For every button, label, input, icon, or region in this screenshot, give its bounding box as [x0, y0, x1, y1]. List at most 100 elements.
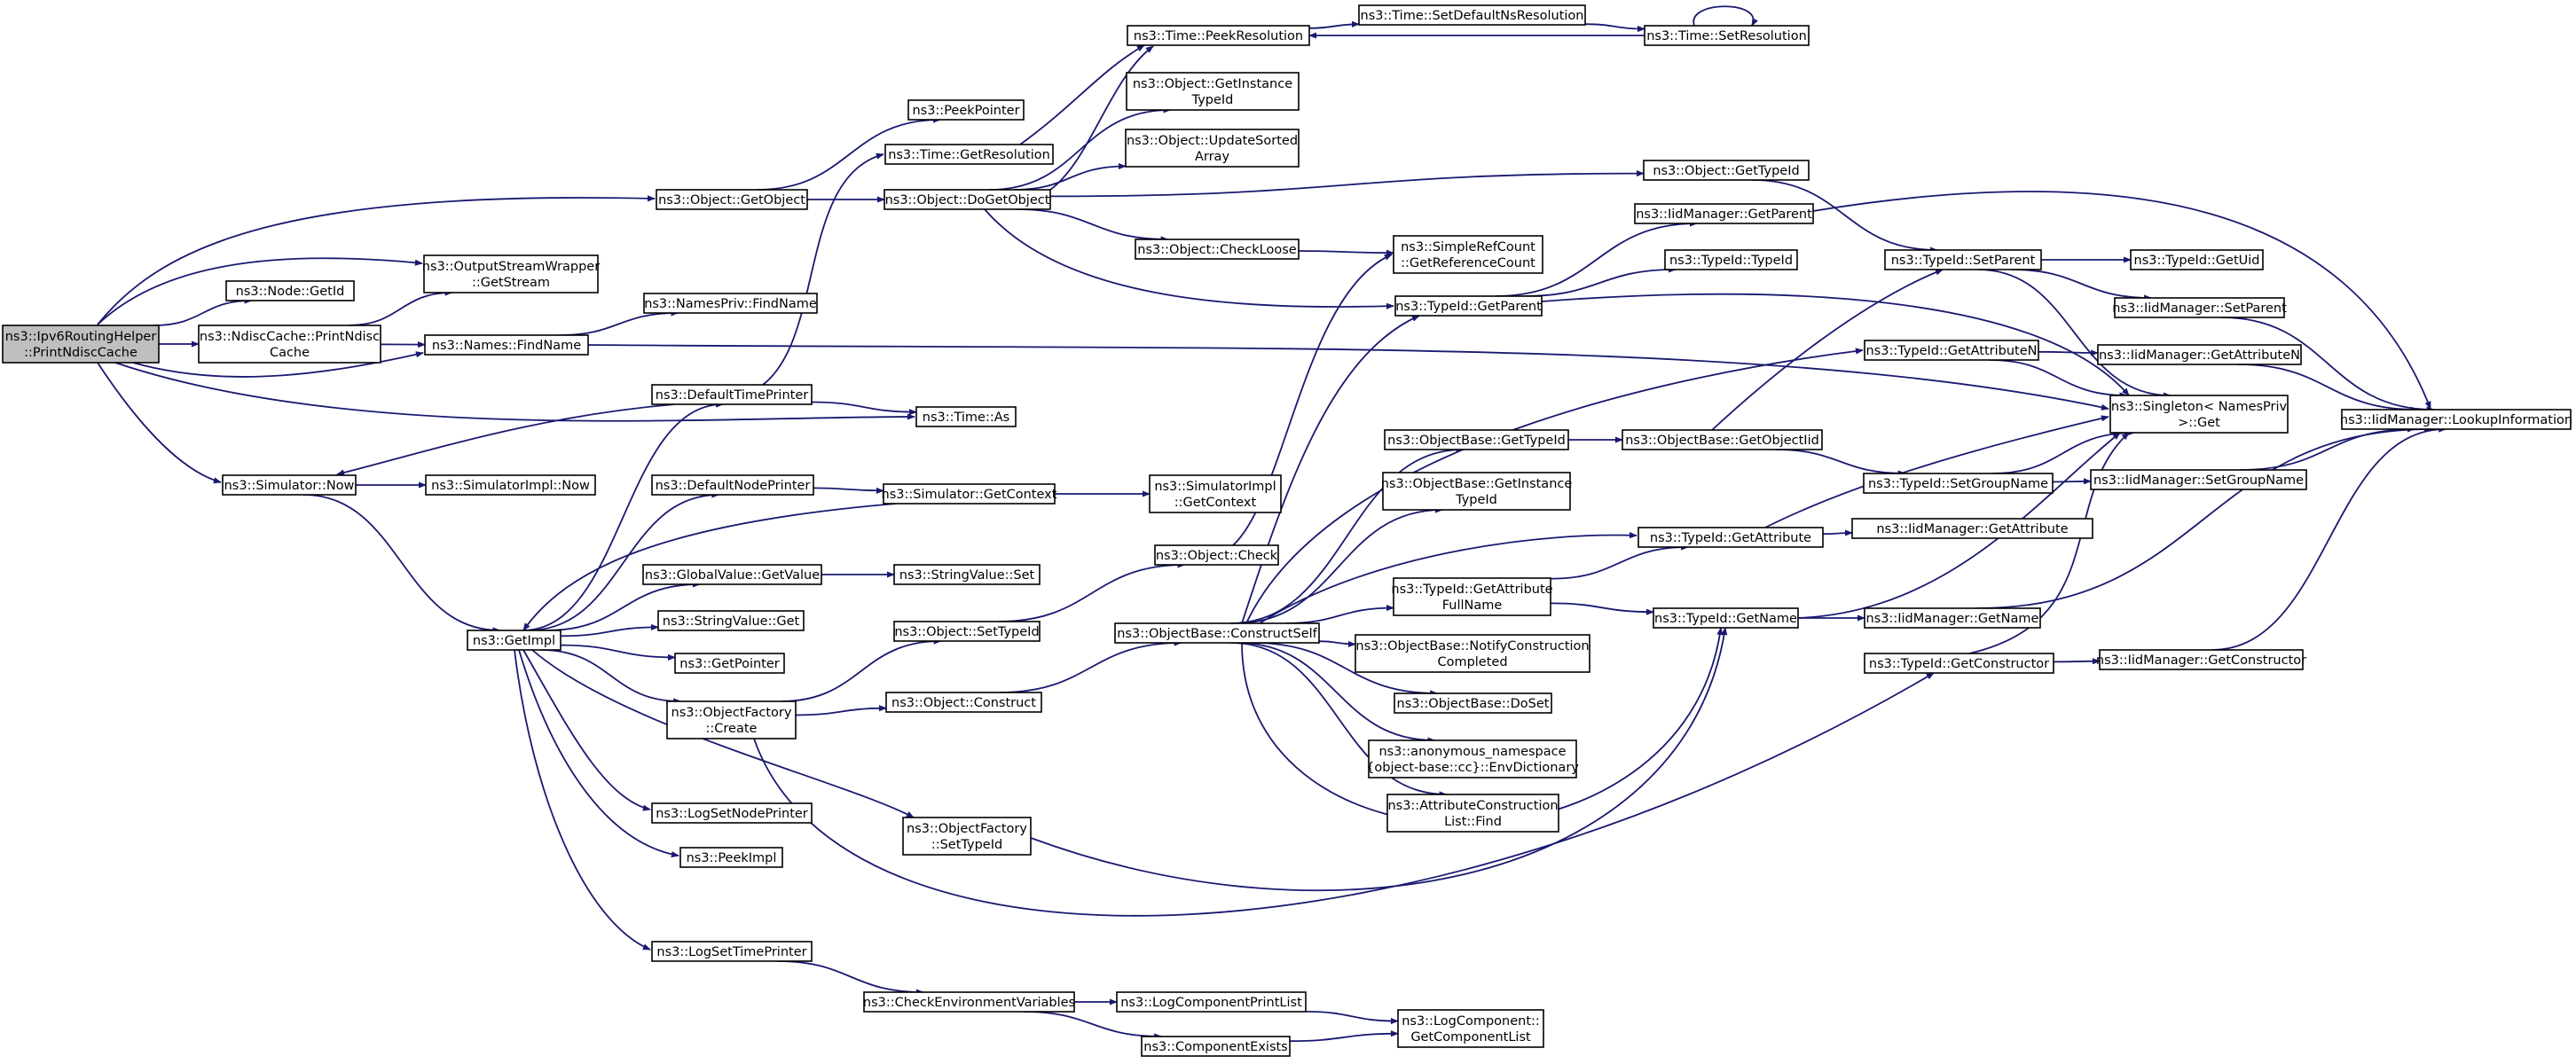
node-box	[1864, 607, 2041, 629]
node-singleton-get[interactable]: ns3::Singleton< NamesPriv>::Get	[2109, 395, 2289, 434]
node-label-line: ::GetContext	[1174, 496, 1257, 510]
node-time-getresolution[interactable]: ns3::Time::GetResolution	[884, 144, 1054, 165]
node-peekpointer[interactable]: ns3::PeekPointer	[907, 99, 1025, 121]
node-simulatorimpl-getcontext[interactable]: ns3::SimulatorImpl::GetContext	[1149, 474, 1282, 513]
node-iidmanager-setgroupname[interactable]: ns3::IidManager::SetGroupName	[2090, 469, 2307, 490]
node-peekimpl[interactable]: ns3::PeekImpl	[679, 847, 783, 868]
call-edge-objectbase_constructself-to-objectbase_doset	[1253, 642, 1439, 697]
node-typeid-getuid[interactable]: ns3::TypeId::GetUid	[2130, 249, 2264, 270]
node-objectbase-gettypeid[interactable]: ns3::ObjectBase::GetTypeId	[1384, 429, 1569, 450]
node-iidmanager-setparent[interactable]: ns3::IidManager::SetParent	[2112, 297, 2287, 318]
call-edge-objectbase_constructself-to-typeid_getattributen	[1245, 348, 1864, 624]
call-edge-iidmanager_getconstructor-to-iidmanager_lookup	[2211, 426, 2447, 651]
node-globalvalue-getvalue[interactable]: ns3::GlobalValue::GetValue	[642, 564, 822, 585]
node-componentexists[interactable]: ns3::ComponentExists	[1141, 1036, 1291, 1057]
node-typeid-setparent[interactable]: ns3::TypeId::SetParent	[1884, 249, 2042, 270]
node-label-line: ns3::ObjectBase::DoSet	[1397, 697, 1550, 711]
node-box	[1393, 235, 1543, 274]
node-label-line: ns3::Time::As	[923, 411, 1009, 425]
node-objectbase-getobjectiid[interactable]: ns3::ObjectBase::GetObjectIid	[1622, 429, 1823, 450]
node-object-settypeid[interactable]: ns3::Object::SetTypeId	[893, 621, 1041, 642]
call-edge-root-to-node_getid	[153, 297, 253, 326]
node-box	[1116, 991, 1307, 1013]
node-simplerefcount[interactable]: ns3::SimpleRefCount::GetReferenceCount	[1393, 235, 1543, 274]
node-stringvalue-get[interactable]: ns3::StringValue::Get	[657, 610, 805, 631]
node-defaultnodeprinter[interactable]: ns3::DefaultNodePrinter	[651, 474, 814, 496]
node-stringvalue-set[interactable]: ns3::StringValue::Set	[893, 564, 1041, 585]
call-edge-object_dogetobject-to-object_updatesorted	[1013, 162, 1127, 191]
node-getimpl[interactable]: ns3::GetImpl	[467, 630, 562, 651]
node-object-getobject[interactable]: ns3::Object::GetObject	[656, 189, 808, 210]
node-label-line: Completed	[1437, 655, 1507, 669]
node-typeid-getattribute[interactable]: ns3::TypeId::GetAttribute	[1637, 527, 1824, 548]
node-objectbase-constructself[interactable]: ns3::ObjectBase::ConstructSelf	[1114, 622, 1320, 644]
node-defaulttimeprinter[interactable]: ns3::DefaultTimePrinter	[651, 384, 813, 405]
node-box	[907, 99, 1025, 121]
node-getpointer[interactable]: ns3::GetPointer	[674, 653, 785, 674]
node-box	[666, 700, 797, 739]
node-time-peekresolution[interactable]: ns3::Time::PeekResolution	[1127, 25, 1310, 46]
node-objectfactory-create[interactable]: ns3::ObjectFactory::Create	[666, 700, 797, 739]
node-object-construct[interactable]: ns3::Object::Construct	[885, 692, 1042, 713]
call-edge-typeid_getattributen-to-iidmanager_getattributen	[2038, 349, 2099, 356]
node-typeid-getname[interactable]: ns3::TypeId::GetName	[1653, 607, 1799, 629]
node-osw-getstream[interactable]: ns3::OutputStreamWrapper::GetStream	[422, 254, 600, 293]
node-label-line: ns3::Simulator::GetContext	[882, 488, 1057, 502]
node-root[interactable]: ns3::Ipv6RoutingHelper::PrintNdiscCache	[2, 325, 160, 364]
node-label-line: ns3::ComponentExists	[1143, 1040, 1288, 1054]
node-typeid-setgroupname[interactable]: ns3::TypeId::SetGroupName	[1863, 473, 2054, 494]
node-logsettimeprinter[interactable]: ns3::LogSetTimePrinter	[651, 941, 813, 962]
node-object-checkloose[interactable]: ns3::Object::CheckLoose	[1135, 239, 1300, 260]
node-label-line: ns3::NamesPriv::FindName	[644, 297, 817, 311]
node-label-line: ns3::GlobalValue::GetValue	[645, 568, 820, 583]
node-ndisc-print[interactable]: ns3::NdiscCache::PrintNdiscCache	[198, 325, 381, 364]
node-simulator-getcontext[interactable]: ns3::Simulator::GetContext	[882, 483, 1057, 505]
node-object-dogetobject[interactable]: ns3::Object::DoGetObject	[884, 189, 1051, 210]
node-logcomponent-getlist[interactable]: ns3::LogComponent::GetComponentList	[1397, 1009, 1544, 1048]
node-typeid-typeid[interactable]: ns3::TypeId::TypeId	[1664, 249, 1798, 270]
node-iidmanager-getattribute[interactable]: ns3::IidManager::GetAttribute	[1851, 518, 2093, 539]
node-box	[883, 483, 1056, 505]
node-time-setresolution[interactable]: ns3::Time::SetResolution	[1644, 25, 1810, 46]
node-typeid-getparent[interactable]: ns3::TypeId::GetParent	[1394, 295, 1543, 317]
node-time-as[interactable]: ns3::Time::As	[915, 406, 1017, 427]
node-box	[1643, 160, 1810, 181]
node-label-line: ns3::Singleton< NamesPriv	[2111, 400, 2288, 414]
node-iidmanager-lookup[interactable]: ns3::IidManager::LookupInformation	[2340, 409, 2572, 430]
node-label-line: ns3::anonymous_namespace	[1378, 745, 1566, 759]
node-envdictionary[interactable]: ns3::anonymous_namespace{object-base::cc…	[1366, 739, 1579, 778]
node-objectbase-notify[interactable]: ns3::ObjectBase::NotifyConstructionCompl…	[1355, 634, 1590, 673]
node-object-check[interactable]: ns3::Object::Check	[1154, 544, 1279, 566]
node-iidmanager-getname[interactable]: ns3::IidManager::GetName	[1864, 607, 2041, 629]
call-edge-object_settypeid-to-object_check	[998, 561, 1186, 622]
node-objectbase-doset[interactable]: ns3::ObjectBase::DoSet	[1394, 692, 1552, 714]
node-label-line: ns3::LogComponent::	[1402, 1014, 1540, 1029]
node-checkenvvars[interactable]: ns3::CheckEnvironmentVariables	[863, 991, 1075, 1013]
node-box	[893, 564, 1041, 585]
node-object-gettypeid[interactable]: ns3::Object::GetTypeId	[1643, 160, 1810, 181]
node-label-line: ns3::StringValue::Get	[663, 614, 800, 629]
node-objectfactory-settypeid[interactable]: ns3::ObjectFactory::SetTypeId	[902, 817, 1032, 856]
node-box	[884, 144, 1054, 165]
node-simulatorimpl-now[interactable]: ns3::SimulatorImpl::Now	[425, 474, 596, 496]
node-logcomponentprintlist[interactable]: ns3::LogComponentPrintList	[1116, 991, 1307, 1013]
node-typeid-getconstructor[interactable]: ns3::TypeId::GetConstructor	[1864, 653, 2054, 674]
node-iidmanager-getparent[interactable]: ns3::IidManager::GetParent	[1634, 203, 1814, 224]
node-label-line: ns3::Object::DoGetObject	[885, 193, 1050, 207]
node-simulator-now[interactable]: ns3::Simulator::Now	[222, 474, 357, 496]
node-names-findname[interactable]: ns3::Names::FindName	[424, 334, 589, 356]
node-label-line: ::Create	[706, 722, 758, 736]
node-node-getid[interactable]: ns3::Node::GetId	[225, 280, 355, 301]
node-namespriv-findname[interactable]: ns3::NamesPriv::FindName	[643, 293, 818, 314]
node-label-line: GetComponentList	[1410, 1030, 1531, 1044]
node-typeid-getattributen[interactable]: ns3::TypeId::GetAttributeN	[1864, 340, 2039, 361]
node-logsetnodeprinter[interactable]: ns3::LogSetNodePrinter	[651, 802, 813, 824]
node-iidmanager-getattributen[interactable]: ns3::IidManager::GetAttributeN	[2097, 344, 2302, 365]
node-time-setdefaultns[interactable]: ns3::Time::SetDefaultNsResolution	[1358, 4, 1586, 26]
node-iidmanager-getconstructor[interactable]: ns3::IidManager::GetConstructor	[2096, 649, 2306, 670]
